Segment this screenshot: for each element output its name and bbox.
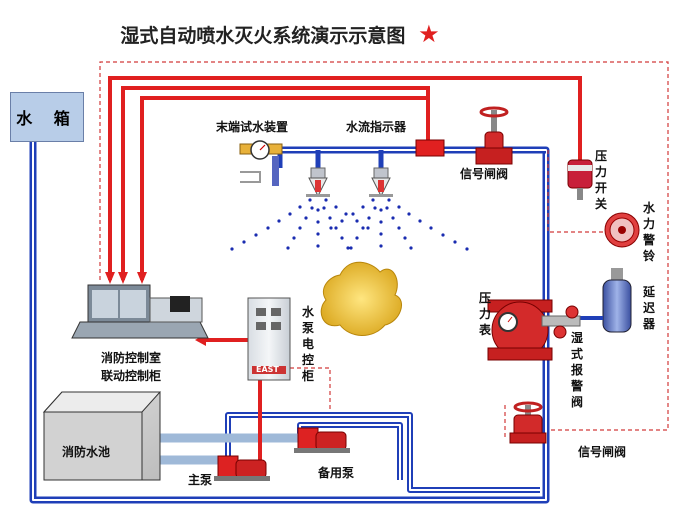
water-tank: 水 箱: [10, 92, 84, 142]
flow-indicator-label: 水流指示器: [346, 120, 407, 134]
main-pump-label: 主泵: [188, 473, 213, 487]
sprinkler-spray: [230, 198, 469, 251]
pump-control-label: 水泵电控柜: [301, 305, 314, 383]
dashed-signal-lines: [99, 61, 669, 440]
backup-pump-label: 备用泵: [318, 466, 355, 480]
fire-pool-icon: [42, 391, 162, 481]
pressure-switch-label: 压力开关: [594, 149, 607, 211]
main-pump-icon: [214, 455, 270, 481]
wet-alarm-valve-icon: [487, 299, 581, 361]
signal-gate-valve-icon: [475, 106, 513, 165]
wet-alarm-valve-label: 湿式报警阀: [570, 331, 583, 409]
pump-control-cabinet-icon: [247, 297, 291, 381]
signal-gate-valve-icon-bottom: [509, 401, 547, 444]
signal-lines: [108, 76, 582, 470]
end-test-label: 末端试水装置: [216, 120, 289, 134]
diagram-title: 湿式自动喷水灭火系统演示示意图 ★: [0, 20, 560, 48]
control-room-label-1: 消防控制室: [101, 351, 162, 365]
cabinet-brand: EAST: [256, 365, 279, 374]
end-test-device-icon: [239, 140, 283, 186]
signal-valve-bottom-label: 信号闸阀: [578, 445, 627, 459]
star-icon: ★: [418, 20, 440, 48]
water-tank-label: 水 箱: [16, 109, 78, 128]
sprinkler-head-icon: [306, 167, 330, 198]
control-room-label-2: 联动控制柜: [101, 369, 162, 383]
fire-icon: [320, 261, 403, 336]
signal-valve-top-label: 信号闸阀: [460, 167, 509, 181]
pressure-gauge-icon: [498, 312, 518, 332]
sprinkler-head-icon: [369, 167, 393, 198]
backup-pump-icon: [294, 427, 350, 453]
water-alarm-bell-label: 水力警铃: [642, 201, 655, 263]
fire-pool-label: 消防水池: [62, 445, 111, 459]
flow-indicator-icon: [415, 139, 445, 157]
delay-device-label: 延迟器: [642, 285, 655, 331]
water-alarm-bell-icon: [604, 212, 640, 248]
control-console-icon: [71, 284, 209, 339]
pressure-switch-icon: [567, 159, 593, 200]
title-text: 湿式自动喷水灭火系统演示示意图: [120, 25, 406, 47]
pressure-gauge-label: 压力表: [478, 291, 491, 337]
